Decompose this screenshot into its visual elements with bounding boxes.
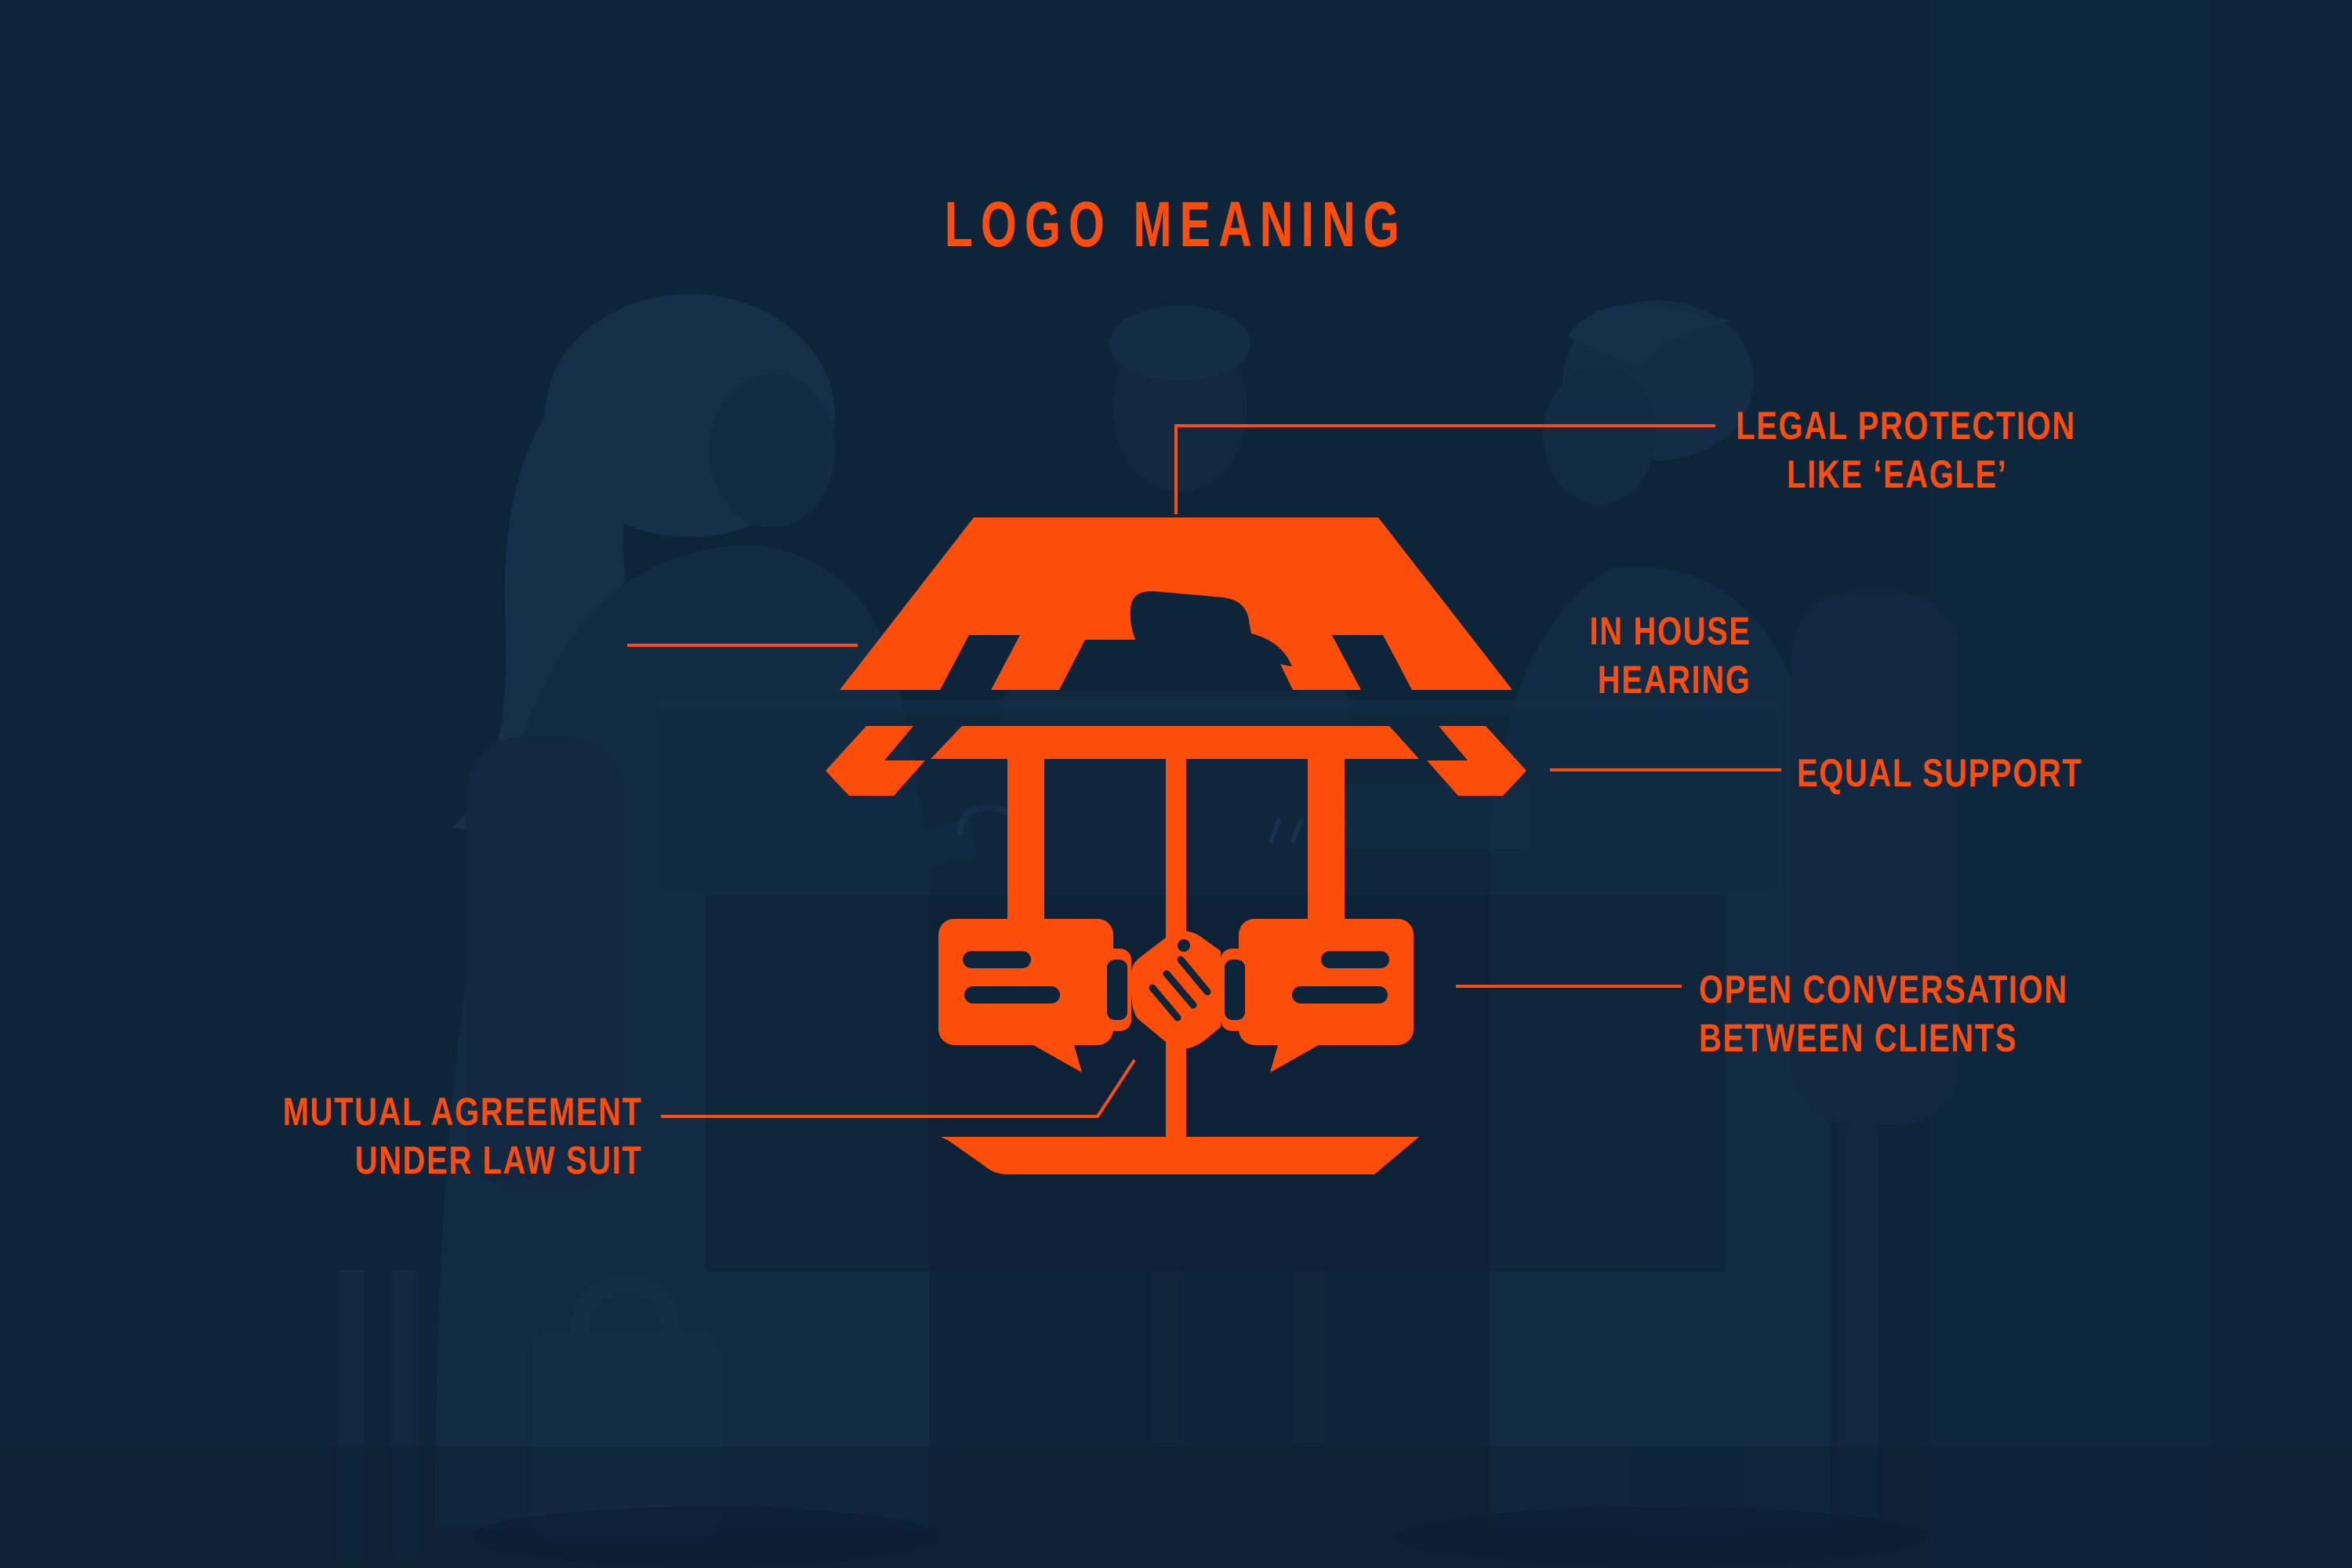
bubble-right-body: [1239, 919, 1414, 1045]
paper-marks: [1268, 818, 1348, 844]
label-mutual-agreement: MUTUAL AGREEMENT UNDER LAW SUIT: [193, 1087, 643, 1185]
speech-bubble-left-icon: [938, 919, 1113, 1073]
handshake-cuff-left-hole: [1107, 960, 1127, 1020]
woman-face: [710, 374, 835, 528]
logo-emblem: [826, 517, 1526, 1174]
bubble-right-text-line-2: [1292, 986, 1388, 1004]
column-left: [1007, 759, 1044, 922]
bubble-left-body: [938, 919, 1113, 1045]
beam-bar: [931, 726, 1419, 759]
label-in-house-hearing: IN HOUSE HEARING: [1549, 607, 1751, 704]
equal-support-text: EQUAL SUPPORT: [1797, 751, 2083, 795]
window-light-band: [1929, 0, 2211, 1568]
center-man-hair: [1109, 306, 1250, 381]
legal-protection-line-1: LEGAL PROTECTION: [1736, 404, 2076, 448]
right-man-arm: [1529, 710, 1795, 800]
briefcase-handle: [571, 1276, 681, 1338]
right-man-face: [1543, 366, 1656, 504]
open-conversation-line-2: BETWEEN CLIENTS: [1699, 1016, 2018, 1060]
speech-bubble-right-icon: [1239, 919, 1414, 1073]
eagle-head-cutout: [1130, 591, 1292, 677]
floor-shadow-right: [1396, 1507, 1929, 1566]
woman-arm: [831, 817, 978, 890]
bubble-right-text-line-1: [1321, 951, 1389, 968]
handshake-icon: [1095, 931, 1257, 1049]
base-plinth-icon: [941, 1137, 1419, 1174]
handshake-thumb-notch: [1178, 939, 1190, 952]
floor-shade: [0, 1446, 2352, 1568]
eagle-roof-icon: [840, 517, 1512, 691]
in-house-line-1: IN HOUSE: [1589, 609, 1751, 653]
columns-icon: [1007, 759, 1345, 1137]
legal-protection-line: [1174, 424, 1715, 514]
page-title-text: LOGO MEANING: [945, 189, 1407, 260]
right-man-quiff: [1568, 304, 1733, 368]
feather-slit-left: [939, 635, 1020, 691]
floor-shadow-left: [470, 1507, 941, 1566]
bubble-left-tail: [1033, 1045, 1082, 1073]
page-title: LOGO MEANING: [0, 193, 2352, 257]
left-chair-back: [466, 737, 623, 1192]
beam-cap-left: [826, 726, 925, 796]
label-legal-protection: LEGAL PROTECTION LIKE ‘EAGLE’: [1693, 401, 2101, 499]
beam-cap-right: [1427, 726, 1526, 796]
right-chair-back: [1791, 592, 1960, 1125]
bubble-left-text-line-2: [964, 986, 1060, 1004]
label-equal-support: EQUAL SUPPORT: [1797, 749, 2154, 797]
bubble-right-tail: [1270, 1045, 1319, 1073]
bubble-left-text-line-1: [963, 951, 1031, 968]
column-right: [1308, 759, 1345, 922]
feather-slit-right: [1332, 635, 1413, 691]
table-top: [659, 700, 1780, 713]
handshake-cuff-right-hole: [1225, 960, 1245, 1020]
mutual-agreement-line-2: UNDER LAW SUIT: [355, 1138, 643, 1182]
support-beam-icon: [826, 726, 1526, 796]
open-conversation-line-1: OPEN CONVERSATION: [1699, 967, 2068, 1011]
mutual-agreement-line: [661, 1058, 1136, 1118]
right-man-silhouette: [1490, 300, 1831, 1537]
handshake-finger-grooves: [1149, 956, 1211, 1022]
mutual-agreement-line-1: MUTUAL AGREEMENT: [283, 1090, 643, 1134]
in-house-line-2: HEARING: [1598, 658, 1751, 702]
label-open-conversation: OPEN CONVERSATION BETWEEN CLIENTS: [1699, 965, 2161, 1062]
legal-protection-line-2: LIKE ‘EAGLE’: [1787, 452, 2008, 496]
